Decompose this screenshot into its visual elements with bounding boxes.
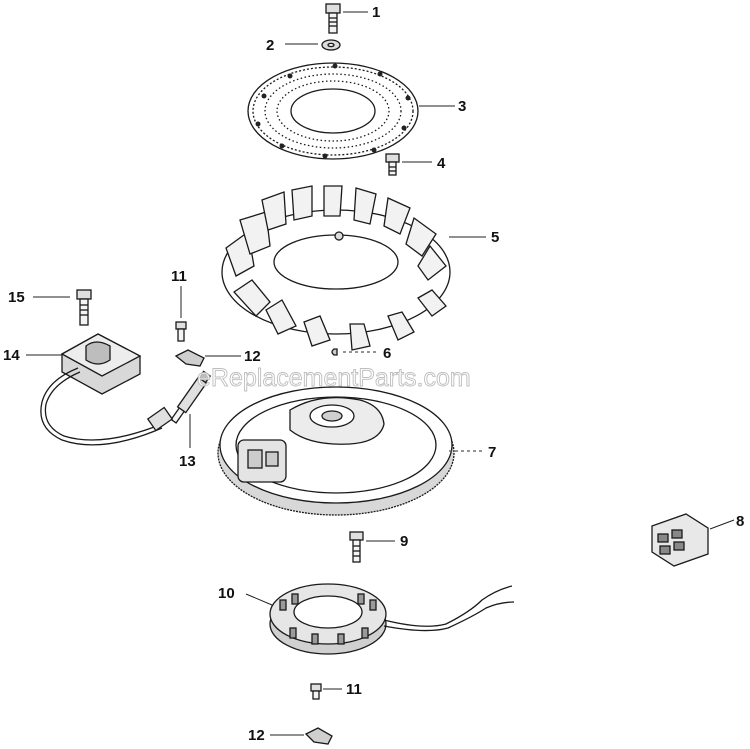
callout-9: 9: [366, 533, 408, 550]
part-11-screw-upper: [175, 321, 187, 342]
svg-text:10: 10: [218, 585, 235, 602]
svg-text:15: 15: [8, 289, 25, 306]
callout-6: 6: [343, 345, 391, 362]
part-12-clip-lower: [304, 727, 333, 745]
watermark-text: eReplacementParts.com: [197, 364, 471, 392]
svg-text:5: 5: [491, 229, 499, 246]
part-15-bolt: [76, 289, 92, 326]
part-9-bolt: [349, 531, 364, 563]
svg-text:4: 4: [437, 155, 446, 172]
callout-5: 5: [449, 229, 499, 246]
callout-13: 13: [179, 414, 196, 470]
svg-text:1: 1: [372, 4, 380, 21]
svg-text:2: 2: [266, 37, 274, 54]
part-4-bolt: [385, 153, 400, 176]
part-5-fan: [221, 185, 451, 351]
part-7-flywheel: [217, 386, 455, 516]
svg-text:8: 8: [736, 513, 744, 530]
svg-text:11: 11: [346, 681, 362, 698]
callout-8: 8: [709, 513, 744, 530]
svg-text:7: 7: [488, 444, 496, 461]
part-12-clip-upper: [174, 349, 205, 367]
part-11-screw-lower: [310, 683, 322, 700]
part-10-stator: [269, 583, 515, 655]
svg-text:12: 12: [248, 727, 265, 744]
callout-11-lower: 11: [323, 681, 362, 698]
part-1-bolt: [325, 3, 341, 34]
part-2-washer: [321, 39, 341, 51]
callout-1: 1: [343, 4, 380, 21]
part-13-spark-plug: [170, 370, 212, 424]
svg-text:9: 9: [400, 533, 408, 550]
callout-15: 15: [8, 289, 70, 306]
callout-12-lower: 12: [248, 727, 304, 744]
svg-text:11: 11: [171, 268, 187, 285]
svg-text:12: 12: [244, 348, 261, 365]
callout-3: 3: [419, 98, 466, 115]
callout-7: 7: [449, 444, 496, 461]
svg-text:6: 6: [383, 345, 391, 362]
svg-text:14: 14: [3, 347, 20, 364]
callout-14: 14: [3, 347, 62, 364]
part-6-key: [331, 348, 338, 356]
part-3-screen: [247, 62, 419, 160]
callout-4: 4: [402, 155, 446, 172]
callout-2: 2: [266, 37, 318, 54]
callout-11-upper: 11: [171, 268, 187, 318]
svg-text:3: 3: [458, 98, 466, 115]
svg-text:13: 13: [179, 453, 196, 470]
part-8-connector: [651, 513, 709, 567]
callout-10: 10: [218, 585, 273, 606]
part-14-ignition-module: [40, 333, 174, 446]
callout-12-upper: 12: [205, 348, 261, 365]
